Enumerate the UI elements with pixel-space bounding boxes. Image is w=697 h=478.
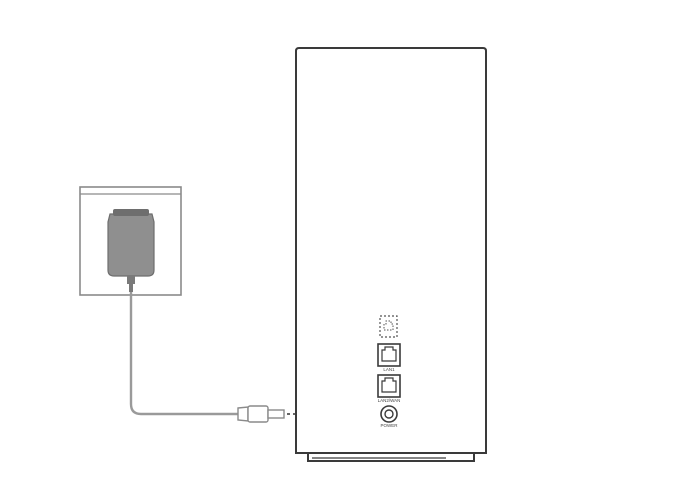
- lan1-label: LAN1: [383, 367, 395, 372]
- dotted-port-icon: [379, 315, 398, 338]
- lan2-wan-label: LAN2/WAN: [378, 398, 401, 403]
- ethernet-port-icon: LAN1: [377, 343, 401, 372]
- dc-plug-icon: [237, 405, 285, 423]
- router-base: [307, 453, 475, 462]
- power-cable: [129, 292, 238, 416]
- ethernet-port-icon: LAN2/WAN: [377, 374, 401, 403]
- power-adapter-icon: [107, 209, 155, 292]
- power-label: POWER: [380, 423, 398, 428]
- power-jack-icon: POWER: [380, 405, 398, 428]
- router-device: [295, 47, 487, 462]
